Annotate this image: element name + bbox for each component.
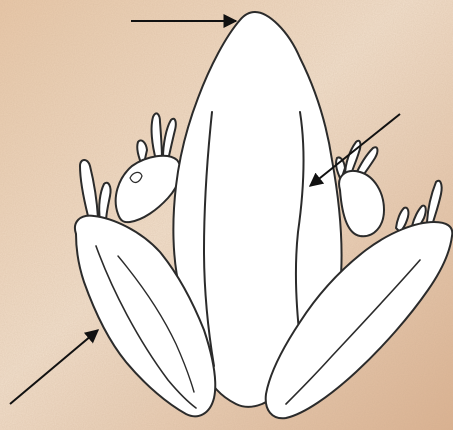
frog-diagram [0,0,453,430]
figure-canvas [0,0,453,430]
